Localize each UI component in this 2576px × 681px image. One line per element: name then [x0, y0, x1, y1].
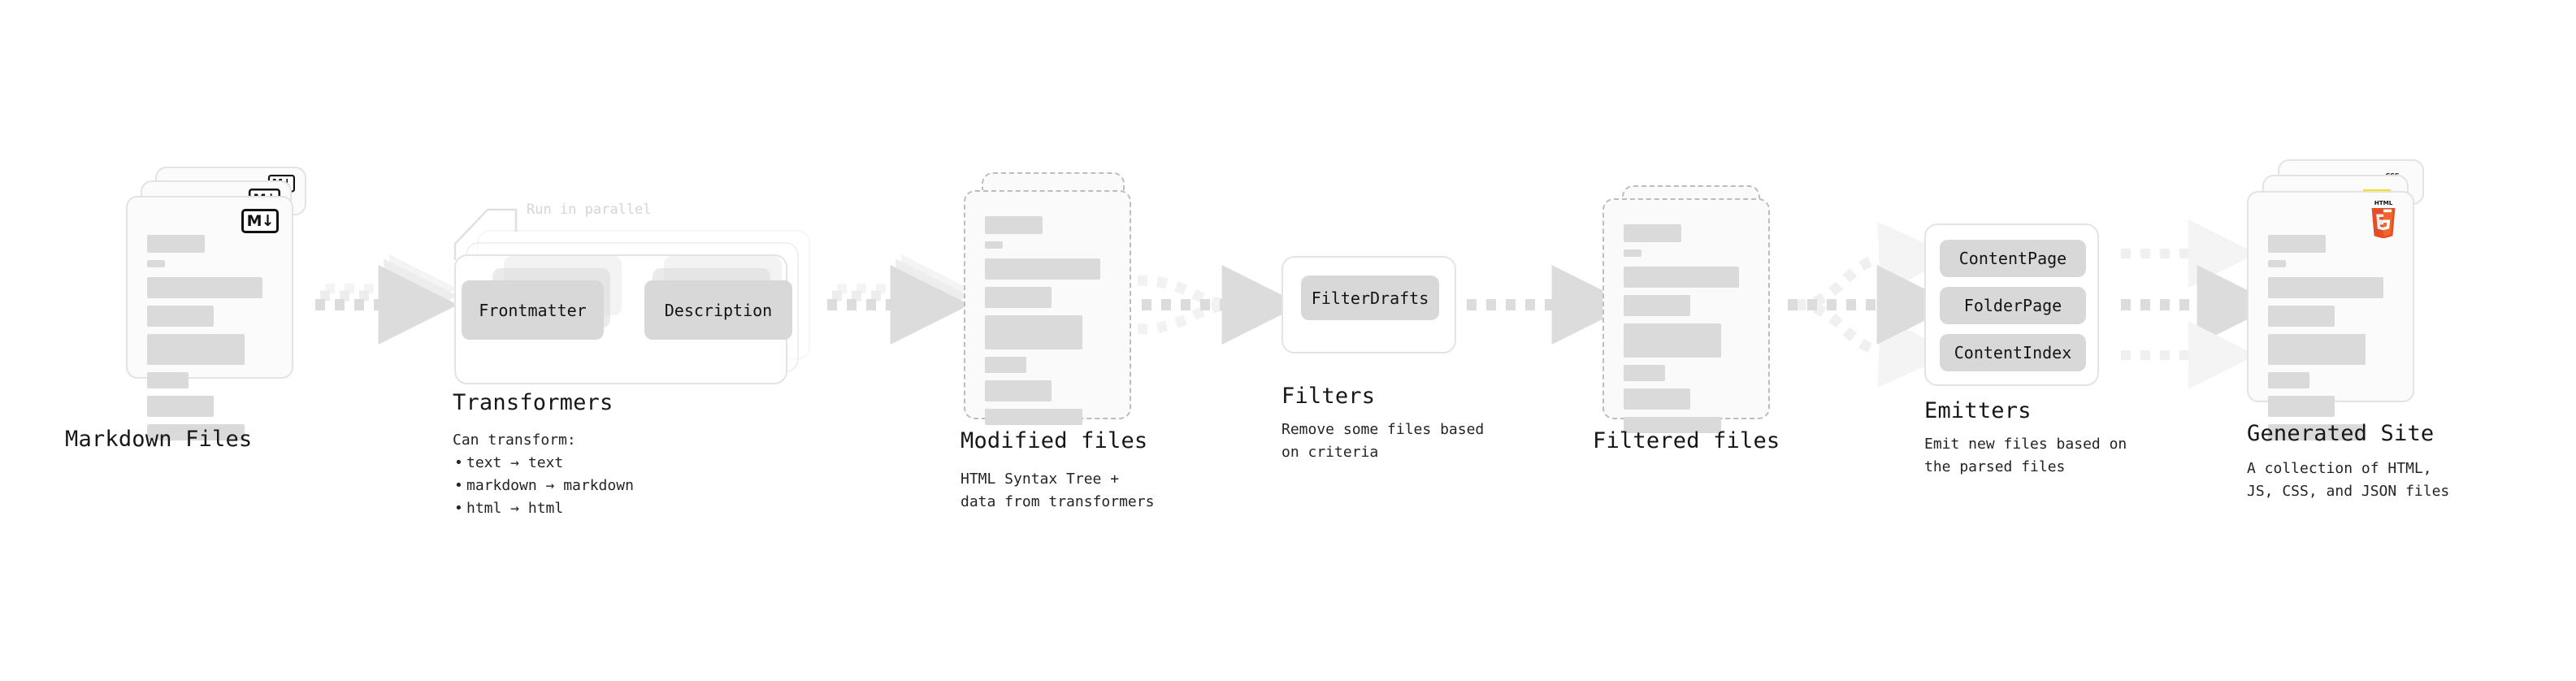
folder-page-pill[interactable]: FolderPage	[1940, 287, 2086, 324]
filter-drafts-label: FilterDrafts	[1311, 288, 1429, 308]
filtered-files-title: Filtered files	[1593, 428, 1780, 453]
markdown-files-title: Markdown Files	[65, 427, 253, 452]
emitters-box: ContentPage FolderPage ContentIndex	[1924, 223, 2099, 386]
filters-box: FilterDrafts	[1281, 256, 1456, 354]
emitters-description: Emit new files based on the parsed files	[1924, 436, 2127, 475]
transformers-note-list: text → text markdown → markdown html → h…	[453, 452, 634, 520]
transformers-title: Transformers	[453, 390, 614, 415]
content-page-label: ContentPage	[1958, 249, 2067, 268]
filters-description: Remove some files based on criteria	[1281, 421, 1485, 461]
description-label: Description	[664, 300, 773, 320]
transformers-note-item: html → html	[454, 497, 634, 520]
arrow-modified-to-filters	[1137, 265, 1302, 345]
filter-drafts-pill[interactable]: FilterDrafts	[1301, 275, 1439, 320]
content-index-pill[interactable]: ContentIndex	[1940, 334, 2086, 371]
arrow-markdown-to-transformers	[315, 254, 458, 345]
arrow-emitters-to-generated	[2121, 219, 2277, 389]
transformers-note-item: markdown → markdown	[454, 475, 634, 497]
frontmatter-pill[interactable]: Frontmatter	[462, 280, 604, 340]
generated-site-description: A collection of HTML, JS, CSS, and JSON …	[2247, 460, 2450, 500]
description-pill[interactable]: Description	[644, 280, 792, 340]
html5-icon: HTML	[2367, 199, 2400, 239]
card-content-lines	[985, 216, 1110, 425]
content-index-label: ContentIndex	[1954, 343, 2072, 362]
filters-title: Filters	[1281, 384, 1376, 409]
svg-text:HTML: HTML	[2374, 201, 2393, 206]
run-in-parallel-label: Run in parallel	[527, 202, 652, 218]
card-content-lines	[1624, 224, 1749, 433]
modified-files-title: Modified files	[961, 428, 1148, 453]
arrow-transformers-to-modified	[827, 254, 970, 345]
arrow-filtered-to-emitters	[1788, 221, 1957, 388]
folder-page-label: FolderPage	[1963, 296, 2062, 315]
transformers-note-item: text → text	[454, 452, 634, 475]
transformers-note-heading: Can transform:	[453, 432, 576, 449]
markdown-card-front: M↓	[126, 196, 293, 440]
generated-card-html: HTML	[2247, 191, 2414, 440]
generated-site-title: Generated Site	[2247, 421, 2435, 446]
modified-files-description: HTML Syntax Tree + data from transformer…	[961, 471, 1155, 510]
content-page-pill[interactable]: ContentPage	[1940, 240, 2086, 277]
frontmatter-label: Frontmatter	[479, 300, 587, 320]
transformers-note: Can transform: text → text markdown → ma…	[453, 429, 634, 520]
emitters-title: Emitters	[1924, 398, 2032, 423]
filtered-card-front	[1602, 198, 1770, 433]
card-content-lines	[147, 235, 272, 440]
card-content-lines	[2268, 235, 2393, 440]
modified-card-front	[964, 190, 1131, 425]
markdown-icon: M↓	[241, 209, 279, 233]
